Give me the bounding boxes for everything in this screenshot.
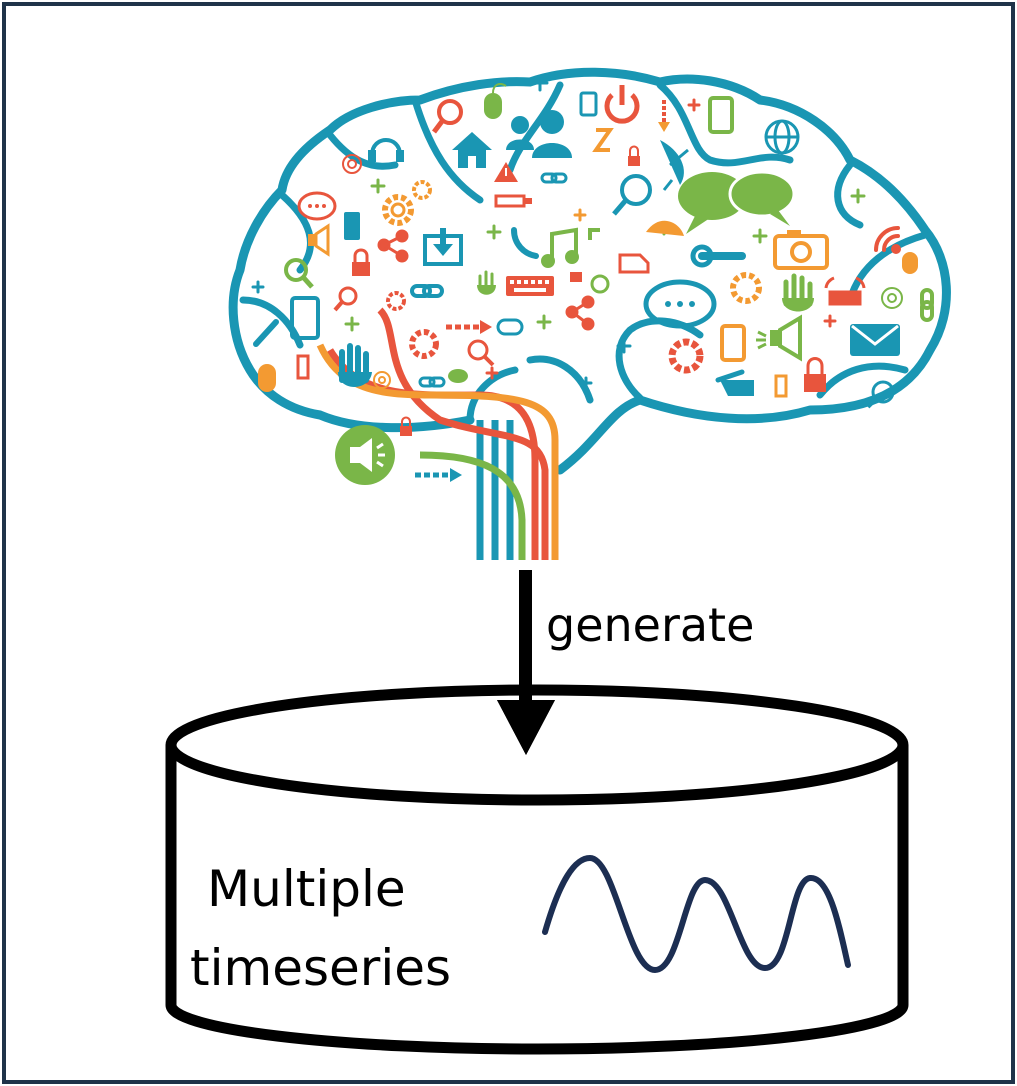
database-label-line1: Multiple (207, 860, 406, 918)
brain-outline (228, 67, 951, 475)
wifi-icon (874, 226, 901, 254)
padlock-icon (570, 272, 582, 282)
magnifier-icon (333, 286, 358, 312)
smartphone-icon (344, 212, 360, 240)
share-icon (565, 295, 595, 331)
target-icon (342, 154, 362, 174)
usb-icon (296, 354, 310, 380)
smartphone-icon (290, 296, 320, 340)
timeseries-wave-icon (542, 854, 851, 974)
link-icon (410, 284, 444, 298)
envelope-icon (850, 324, 900, 356)
padlock-icon (628, 145, 640, 166)
mouse-icon (448, 369, 468, 383)
link-icon (540, 172, 568, 184)
warning-icon (494, 162, 518, 182)
arrow-head (497, 700, 555, 755)
magnifier-icon (432, 99, 463, 134)
brain-illustration (228, 67, 951, 560)
gear-icon (382, 194, 414, 226)
users-icon (506, 110, 572, 158)
mouse-icon (902, 252, 918, 274)
download-icon (423, 228, 463, 266)
target-icon (881, 287, 903, 309)
gear-icon (730, 272, 762, 304)
speaker-icon (308, 223, 330, 257)
target-icon (373, 371, 391, 389)
brain-icons (251, 74, 934, 436)
magnifier-icon (284, 258, 314, 289)
target-icon (590, 274, 610, 294)
keyboard-icon (506, 276, 554, 296)
wifi-icon (824, 276, 866, 306)
share-icon (377, 229, 409, 263)
hand-icon (338, 343, 372, 387)
music-note-icon (592, 128, 614, 152)
usb-icon (494, 194, 532, 208)
chat-bubble-icon (643, 279, 717, 329)
speaker-icon (335, 425, 395, 485)
gear-icon (412, 180, 432, 200)
arrow-icon (658, 100, 670, 132)
wrench-icon (253, 319, 279, 347)
house-icon (452, 132, 492, 168)
phone-icon (511, 227, 539, 259)
magnifier-icon (467, 339, 495, 367)
music-note-icon (541, 227, 600, 268)
smartphone-icon (708, 96, 734, 134)
database-cylinder (165, 684, 909, 1055)
bird-icon (646, 220, 684, 236)
magnifier-icon (612, 174, 652, 216)
arrow-icon (446, 320, 492, 334)
mouse-icon (258, 364, 276, 392)
brain-folds (239, 81, 929, 424)
generate-label: generate (546, 598, 754, 652)
arrow-icon (496, 318, 524, 336)
mouse-icon (484, 83, 507, 119)
headset-icon (368, 138, 404, 162)
smartphone-icon (720, 324, 746, 362)
speaker-icon (756, 314, 802, 362)
satellite-icon (660, 140, 689, 191)
padlock-icon (352, 248, 370, 276)
magnifier-icon (866, 380, 895, 409)
cylinder-body (165, 745, 909, 1055)
usb-icon (774, 374, 788, 398)
power-icon (604, 85, 640, 124)
gear-icon (386, 291, 406, 311)
link-icon (418, 376, 446, 388)
padlock-icon (804, 357, 826, 392)
globe-icon (764, 119, 800, 155)
camera-icon (773, 230, 829, 270)
gear-icon (668, 338, 704, 374)
link-icon (920, 288, 934, 322)
arrow-icon (415, 468, 462, 482)
gear-icon (409, 329, 439, 359)
smartphone-icon (579, 91, 598, 117)
hand-icon (782, 273, 814, 312)
database-label-line2: timeseries (190, 939, 451, 997)
wrench-icon (690, 244, 746, 268)
chat-bubble-icon (678, 170, 796, 234)
document-icon (618, 253, 650, 274)
hand-icon (477, 270, 496, 295)
chat-bubble-icon (297, 191, 337, 221)
hand-icon (715, 369, 754, 396)
padlock-icon (400, 416, 412, 436)
cylinder-top (165, 684, 909, 806)
